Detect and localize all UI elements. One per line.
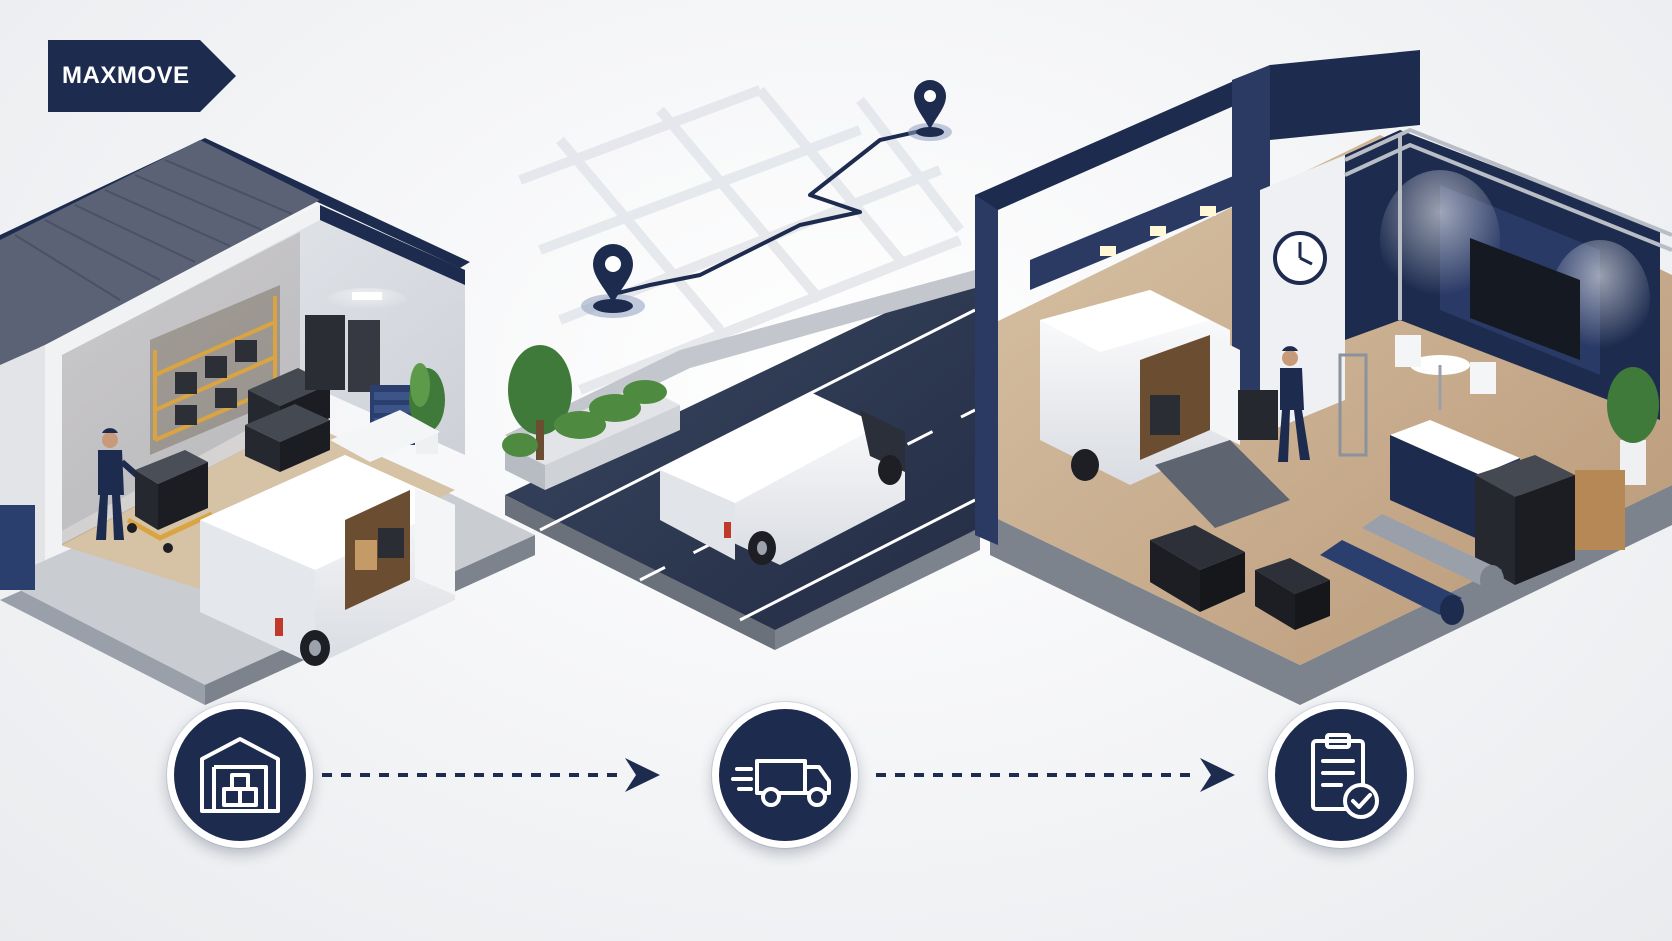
map-grid xyxy=(518,85,964,395)
van-loading xyxy=(200,410,455,666)
lounge-furniture xyxy=(1395,335,1496,410)
route-line xyxy=(581,123,952,318)
clock-icon xyxy=(1273,231,1327,285)
warehouse-block xyxy=(0,138,535,705)
worker-with-trolley xyxy=(96,428,214,553)
venue-block xyxy=(975,50,1672,705)
planter xyxy=(502,345,680,490)
venue-worker xyxy=(1238,346,1310,462)
tool-cases xyxy=(1150,525,1330,630)
shelving-unit xyxy=(150,285,280,455)
brand-logo: MAXMOVE xyxy=(48,40,236,112)
flight-case-stack xyxy=(245,315,380,472)
rolled-carpets xyxy=(1320,514,1504,625)
delivery-van-icon xyxy=(731,759,831,807)
step-delivered xyxy=(1268,702,1414,848)
brand-name: MAXMOVE xyxy=(62,62,190,89)
van-unloading xyxy=(1040,290,1290,528)
flow-arrow-1 xyxy=(322,758,660,792)
clipboard-check-icon xyxy=(1311,733,1379,819)
step-transport xyxy=(712,702,858,848)
map-pin-icon xyxy=(914,80,946,130)
road-block xyxy=(502,270,980,650)
delivery-van xyxy=(660,392,905,565)
flow-arrow-2 xyxy=(876,758,1235,792)
warehouse-boxes-icon xyxy=(200,737,280,813)
map-pin-icon xyxy=(593,244,633,304)
step-warehouse xyxy=(167,702,313,848)
